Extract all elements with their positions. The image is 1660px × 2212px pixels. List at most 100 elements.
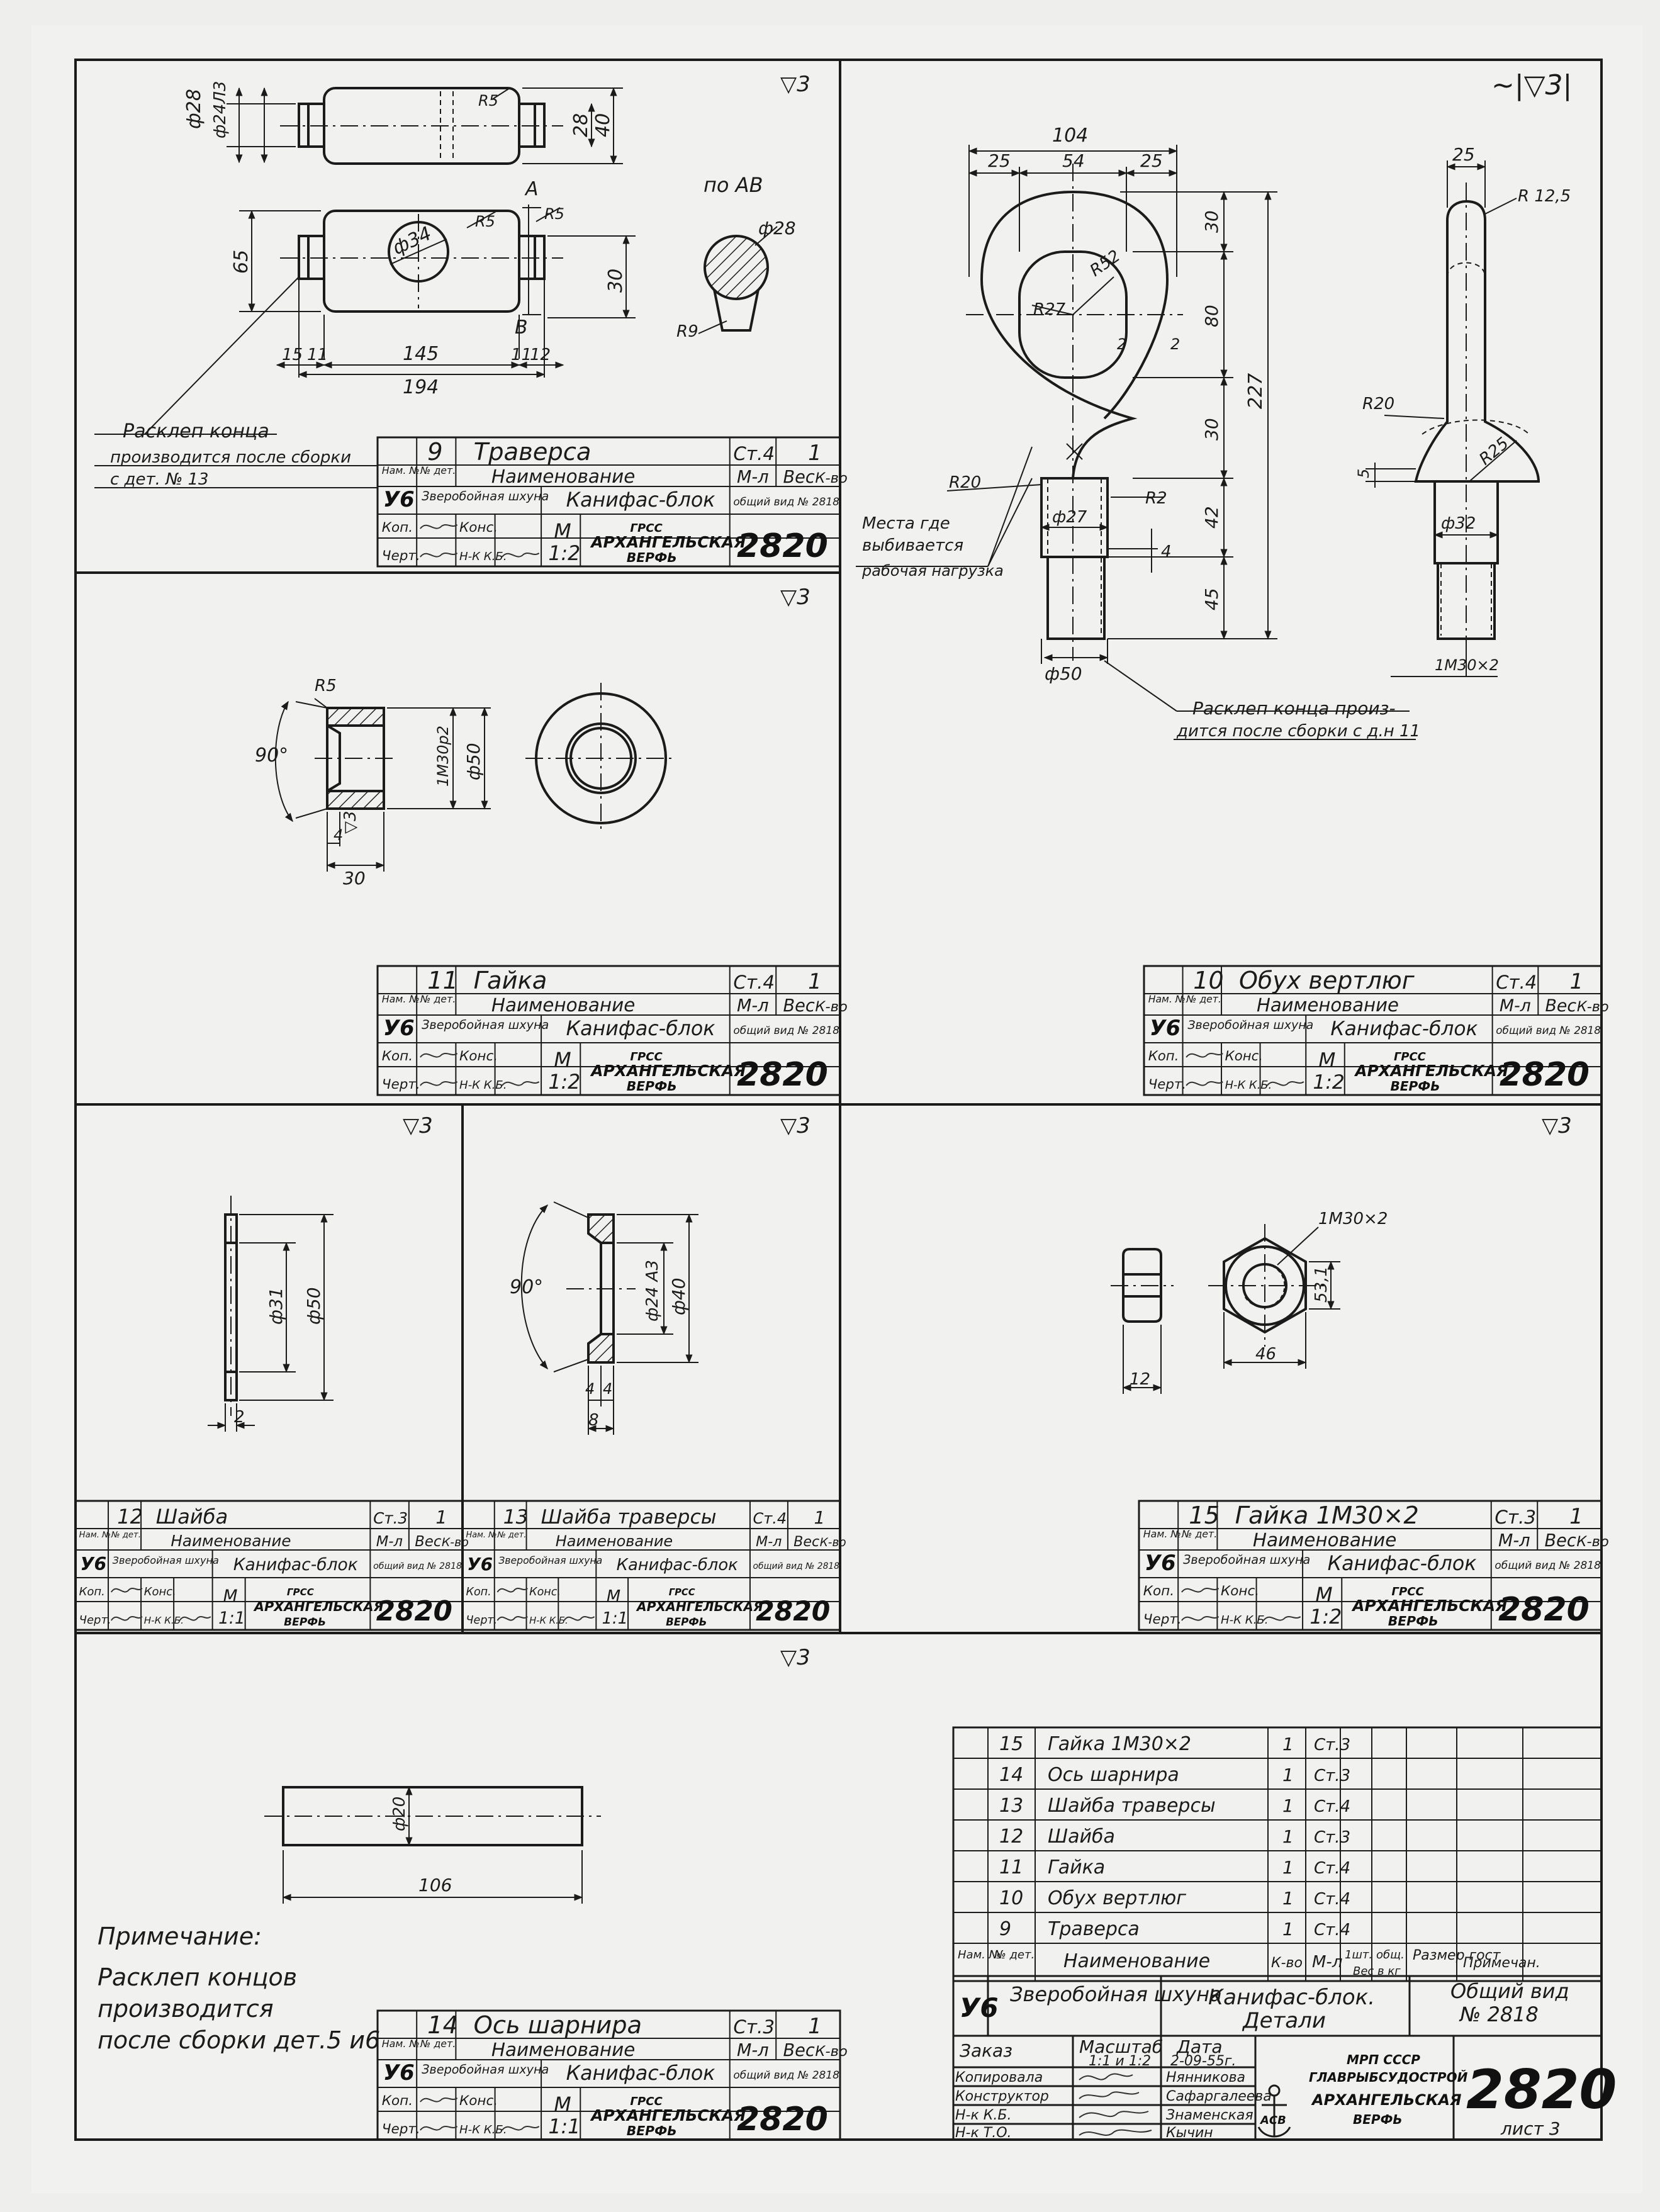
p11-signatures (420, 1053, 540, 1086)
p14-org-sub: ВЕРФЬ (627, 2123, 677, 2138)
p13-scale: 1:1 (602, 1609, 629, 1628)
dim-part10-r27: R27 (1033, 300, 1066, 319)
bom-hdr-mat: М-л (1312, 1953, 1342, 1972)
dim-part14-d20: ф20 (390, 1797, 409, 1831)
p15-qty: 1 (1569, 1504, 1583, 1529)
p11-det-hdr: № дет. (420, 993, 456, 1005)
logo-text: АСВ (1259, 2114, 1286, 2127)
dim-part15-w46: 46 (1255, 1345, 1276, 1364)
dim-part9-d28: ф28 (183, 89, 205, 129)
part14-drawing: ф20 106 Примечание: Расклеп концов произ… (98, 1786, 601, 2054)
p15-vessel: Зверобойная шхуна (1183, 1552, 1310, 1567)
roughness-mark: ▽3 (780, 1645, 810, 1670)
dim-part10-r125: R 12,5 (1518, 187, 1571, 206)
dim-part10-c2b: 2 (1170, 335, 1180, 353)
p9-weight-hdr: Вес (783, 468, 815, 487)
paper-sheet (31, 25, 1642, 2193)
p11-assembly: Канифас-блок (566, 1018, 715, 1040)
p14-material: Ст.3 (733, 2016, 775, 2038)
note-final-line1: Расклеп концов (98, 1963, 297, 1991)
p15-weight-hdr: Вес (1545, 1531, 1576, 1551)
dim-part10-h80: 80 (1201, 305, 1222, 327)
p11-qty: 1 (808, 969, 822, 994)
p14-scale: 1:1 (548, 2116, 580, 2138)
p12-scale: 1:1 (218, 1608, 245, 1628)
p9-nk: Н-К К.Б. (459, 550, 507, 563)
p9-material-hdr: М-л (737, 468, 769, 487)
note-part9-line3: с дет. № 13 (110, 470, 209, 489)
bom-row-qty: 1 (1282, 1857, 1294, 1878)
note-load-line2: выбивается (862, 536, 963, 555)
bom-row-name: Шайба траверсы (1048, 1795, 1216, 1817)
p11-weight-hdr: Вес (783, 996, 815, 1016)
p11-material: Ст.4 (733, 972, 775, 993)
bom-row-material: Ст.4 (1314, 1797, 1350, 1816)
dim-part13-w4b: 4 (603, 1380, 612, 1398)
p13-num: 13 (503, 1506, 529, 1529)
p9-det-hdr: № дет. (420, 464, 456, 476)
p13-det-hdr: № дет. (496, 1530, 526, 1540)
tb-yard-2: ВЕРФЬ (1353, 2112, 1403, 2127)
shipyard-logo (1257, 2084, 1291, 2138)
p12-general-view: общий вид № 2818 (373, 1561, 462, 1571)
p13-org-top: ГРСС (669, 1587, 695, 1598)
dim-part15-m30: 1М30×2 (1318, 1210, 1388, 1228)
p15-signatures (1181, 1588, 1301, 1621)
dim-part10-r2: R2 (1145, 489, 1167, 508)
dim-part9-w11b: 11 (511, 345, 532, 364)
p13-drawing-no: 2820 (756, 1597, 830, 1627)
tb-u6: У6 (960, 1992, 999, 2023)
tb-yard-1: АРХАНГЕЛЬСКАЯ (1311, 2091, 1462, 2109)
roughness-mark: ▽3 (403, 1113, 433, 1138)
tb-name-2: Детали (1242, 2008, 1326, 2033)
bom-row-num: 12 (999, 1826, 1023, 1848)
p11-name: Гайка (474, 967, 547, 995)
dim-part9-d24: ф24Л3 (211, 81, 230, 138)
dim-part9-w15: 15 (282, 345, 303, 364)
tb-nk-kb: Н-к К.Б. (955, 2108, 1011, 2123)
tb-scale-label: Масштаб (1079, 2036, 1163, 2057)
p12-drawing-no: 2820 (376, 1596, 452, 1627)
p12-u6: У6 (81, 1554, 107, 1575)
p13-org-sub: ВЕРФЬ (666, 1616, 707, 1628)
p11-vessel: Зверобойная шхуна (422, 1018, 549, 1032)
dim-part13-d40: ф40 (668, 1277, 689, 1315)
p13-nom-hdr: Нам. № (466, 1530, 497, 1540)
p14-drawing-no: 2820 (737, 2101, 828, 2138)
dim-part11-w4: 4 (334, 826, 343, 844)
dim-part12-d50: ф50 (303, 1287, 324, 1325)
part15-drawing: 1М30×2 53,1 46 12 (1111, 1210, 1388, 1394)
dim-part10-w25b: 25 (1140, 150, 1163, 171)
p13-qty-hdr: К-во (820, 1536, 846, 1549)
tb-copied: Копировала (955, 2070, 1043, 2086)
tb-name-1: Канифас-блок. (1208, 1985, 1375, 2010)
p11-scale: 1:2 (548, 1071, 580, 1094)
dim-part10-r20s: R20 (1362, 395, 1394, 413)
dim-part10-c2a: 2 (1117, 335, 1126, 353)
p10-name-hdr: Наименование (1257, 994, 1399, 1016)
p15-scale: 1:2 (1309, 1606, 1342, 1629)
dim-part13-a90: 90° (510, 1276, 543, 1298)
p14-u6: У6 (383, 2060, 415, 2085)
roughness-mark: ▽3 (780, 72, 810, 97)
note-part9-line1: Расклеп конца (123, 420, 269, 442)
p12-qty-hdr: К-во (442, 1535, 469, 1549)
p15-u6: У6 (1145, 1551, 1176, 1575)
tb-signer-2: Сафаргалеева (1166, 2089, 1272, 2104)
signature-scribbles (1079, 2073, 1152, 2136)
tb-date-value: 2-09-55г. (1170, 2053, 1236, 2069)
p15-m: М (1315, 1584, 1332, 1607)
dim-part10-h4: 4 (1161, 542, 1172, 561)
bom-row-material: Ст.4 (1314, 1890, 1350, 1909)
dim-part15-h53: 53,1 (1312, 1266, 1331, 1303)
p14-general-view: общий вид № 2818 (733, 2069, 839, 2081)
p10-nom-hdr: Нам. № (1148, 993, 1186, 1005)
p14-kons: Конс. (459, 2093, 498, 2109)
p12-cher: Черт. (79, 1614, 111, 1627)
p11-u6: У6 (383, 1016, 415, 1040)
bom-hdr-qty: К-во (1271, 1955, 1303, 1971)
